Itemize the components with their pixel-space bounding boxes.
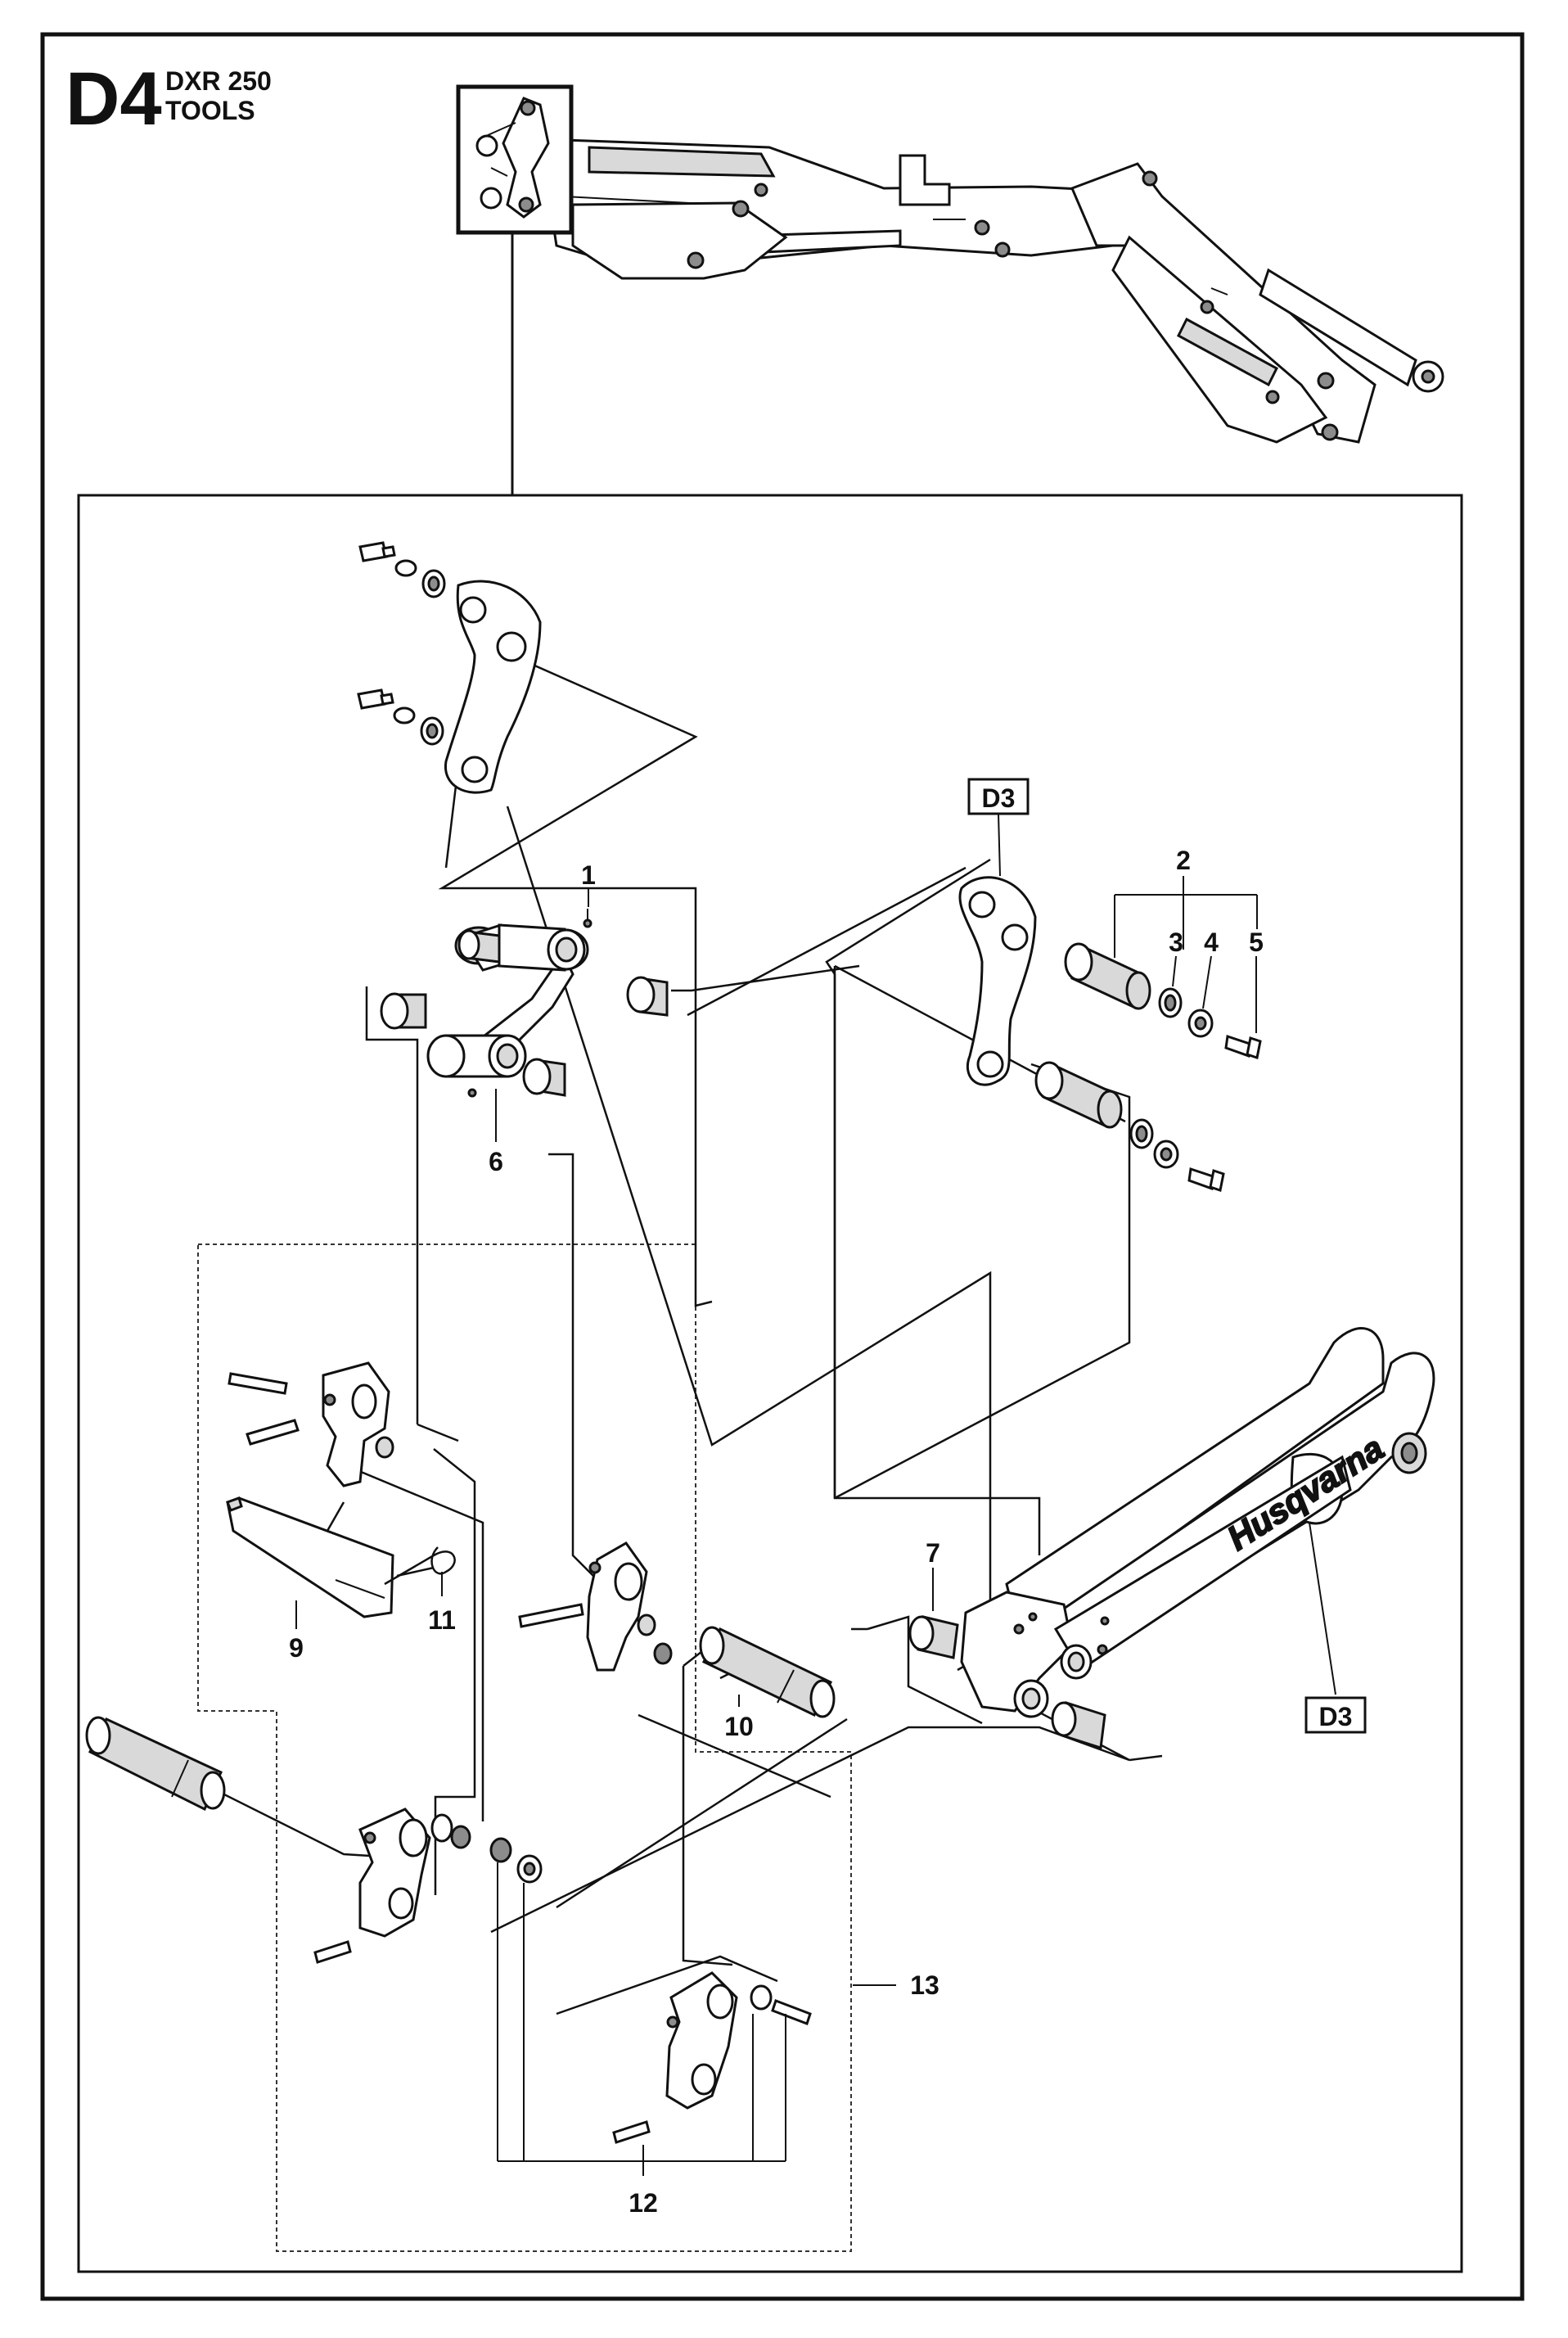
- boom-bushings: [908, 1615, 1106, 1749]
- upper-link-plate: [357, 541, 542, 794]
- page-code: D4: [65, 57, 162, 141]
- callout-labels: 1 2 3 4 5 6 7 9 10 11 12 13: [289, 846, 1264, 2218]
- zoom-region-detail: [475, 97, 550, 219]
- callout-5: 5: [1249, 928, 1264, 957]
- boom-arm: Husqvarna: [960, 1327, 1435, 1718]
- washers-12: [489, 1837, 543, 1884]
- model-name: DXR 250: [165, 66, 272, 96]
- machine-arm-overview: [538, 138, 1444, 444]
- callout-13: 13: [910, 1970, 939, 2000]
- pin-part-10: [699, 1626, 836, 1718]
- d3-tag-upper: D3: [967, 778, 1030, 877]
- callout-2: 2: [1176, 846, 1191, 875]
- callout-12: 12: [629, 2188, 658, 2218]
- side-link-plate: [958, 876, 1037, 1086]
- callout-6: 6: [489, 1147, 503, 1176]
- clip-part-11: [384, 1546, 456, 1586]
- assembly-13-outline: [197, 1243, 852, 2252]
- callout-10: 10: [724, 1712, 754, 1741]
- callout-4: 4: [1204, 928, 1219, 957]
- callout-11: 11: [428, 1605, 456, 1635]
- callout-1: 1: [581, 860, 596, 890]
- bushings: [380, 929, 669, 1097]
- clamp-bracket-lower-right: [612, 1971, 812, 2144]
- handle-part-9: [226, 1496, 394, 1618]
- long-pin-left: [85, 1716, 226, 1812]
- detail-frame: [77, 494, 1463, 2273]
- callout-3: 3: [1169, 928, 1183, 957]
- linkage-part-6: [426, 909, 593, 1098]
- callout-7: 7: [926, 1538, 940, 1568]
- d3-tag-upper-label: D3: [982, 783, 1016, 813]
- page-border: [40, 32, 1525, 2301]
- clamp-bracket-lower-left: [313, 1808, 471, 1964]
- pin-assembly-lower: [1034, 1061, 1225, 1192]
- clamp-bracket-middle: [518, 1541, 673, 1672]
- clamp-bracket-upper: [228, 1361, 394, 1487]
- d3-tag-lower-label: D3: [1319, 1702, 1353, 1731]
- d3-tag-lower: D3: [1304, 1522, 1367, 1734]
- pin-assembly-2: [1064, 942, 1262, 1059]
- callout-9: 9: [289, 1633, 304, 1663]
- section-title: TOOLS: [165, 96, 255, 125]
- assembly-lines: [104, 641, 1163, 2015]
